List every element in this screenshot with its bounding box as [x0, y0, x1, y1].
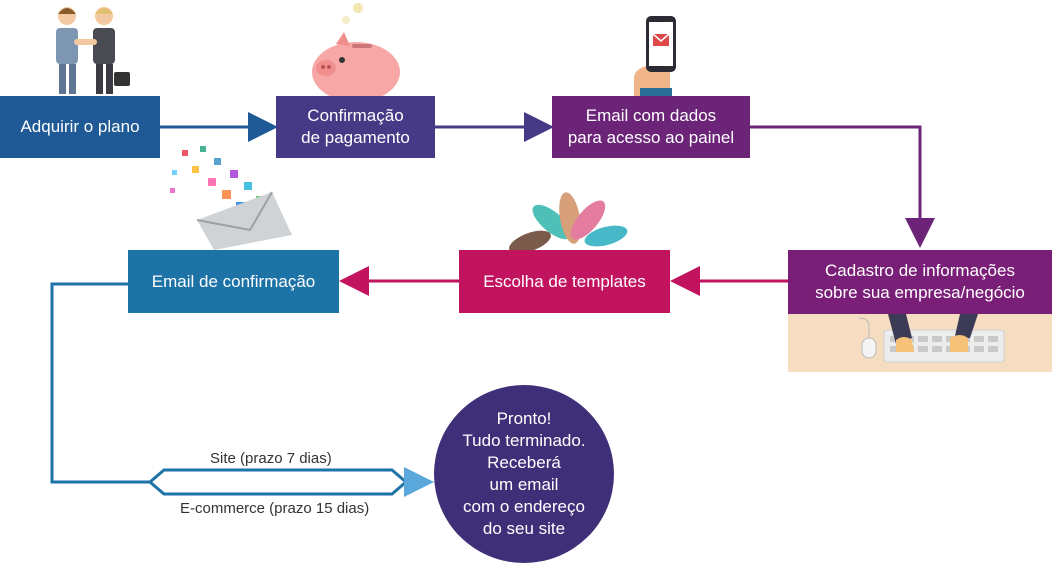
- step-confirmacao-pagamento: Confirmação de pagamento: [276, 96, 435, 158]
- step-escolha-templates: Escolha de templates: [459, 250, 670, 313]
- envelope-icons-illustration: [170, 146, 292, 250]
- branch-split-shape: [147, 468, 409, 496]
- step-cadastro: Cadastro de informações sobre sua empres…: [788, 250, 1052, 314]
- step-adquirir-plano: Adquirir o plano: [0, 96, 160, 158]
- arrow-3-4: [750, 125, 935, 248]
- smartphone-email-illustration: [634, 16, 676, 98]
- handshake-illustration: [56, 7, 130, 94]
- step-email-dados: Email com dados para acesso ao painel: [552, 96, 750, 158]
- final-pronto-circle: Pronto! Tudo terminado. Receberá um emai…: [434, 385, 614, 563]
- keyboard-hands-illustration: [858, 314, 1005, 363]
- branch-ecommerce-label: E-commerce (prazo 15 dias): [180, 500, 370, 517]
- color-fan-illustration: [509, 192, 628, 250]
- arrow-6-branch: [50, 282, 150, 484]
- branch-site-label: Site (prazo 7 dias): [210, 450, 332, 467]
- piggy-bank-illustration: [312, 3, 400, 98]
- step-email-confirmacao: Email de confirmação: [128, 250, 339, 313]
